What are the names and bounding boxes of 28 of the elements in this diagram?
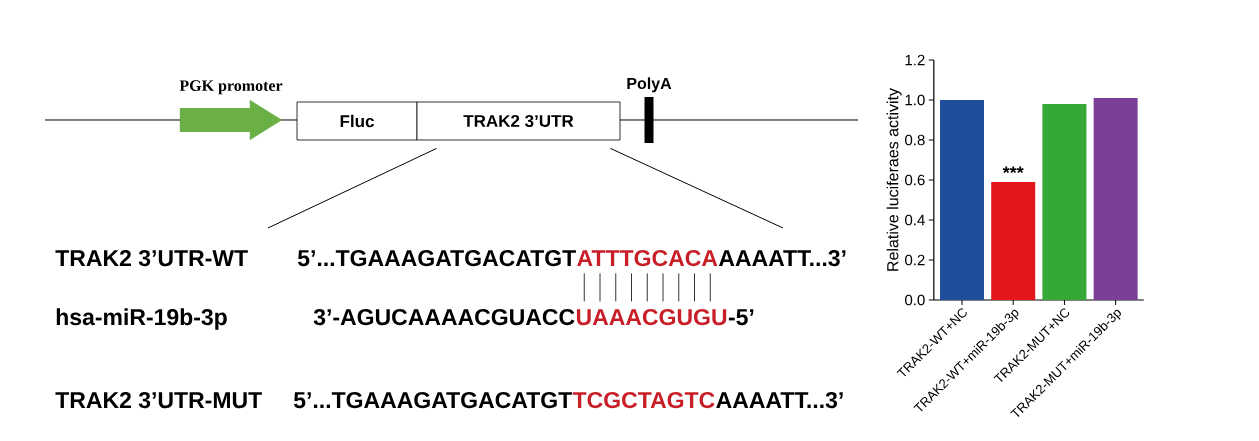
sequence-text: 5’...TGAAAGATGACATGT [293, 391, 572, 409]
gene-box: Fluc [296, 101, 418, 141]
sequence-text: 3’-AGUCAAAACGUACC [313, 308, 575, 326]
sequence-text: UAAACGUGU [576, 308, 727, 326]
sequence-text: TCGCTAGTC [572, 391, 715, 409]
sequence-name: TRAK2 3’UTR-WT [55, 249, 248, 267]
y-tick-label: 1.0 [905, 94, 925, 106]
polya-bar: PolyA [627, 77, 672, 143]
sequence-text: -5’ [728, 309, 754, 326]
zoom-line [609, 147, 784, 229]
y-tick-label: 0.6 [905, 174, 925, 186]
y-tick-label: 1.2 [905, 54, 925, 66]
zoom-line [267, 147, 438, 229]
node-label: PGK promoter [179, 80, 283, 95]
y-tick-label: 0.0 [905, 294, 925, 306]
y-tick-label: 0.8 [905, 134, 925, 146]
y-axis-title: Relative luciferaes activity [886, 88, 902, 271]
sequence-text: AAAATT...3’ [718, 249, 846, 267]
sequence-text: AAAATT...3’ [716, 391, 843, 409]
sequence-name: TRAK2 3’UTR-MUT [55, 391, 262, 409]
sequence-text: 5’...TGAAAGATGACATGT [297, 249, 576, 267]
y-tick-label: 0.2 [905, 254, 925, 266]
annotation: *** [1002, 166, 1024, 174]
sequence-text: ATTTGCACA [577, 249, 718, 267]
sequence-name: hsa-miR-19b-3p [56, 308, 227, 330]
node-label: PolyA [627, 77, 672, 93]
gene-box: TRAK2 3’UTR [416, 101, 621, 141]
y-tick-label: 0.4 [905, 214, 925, 226]
